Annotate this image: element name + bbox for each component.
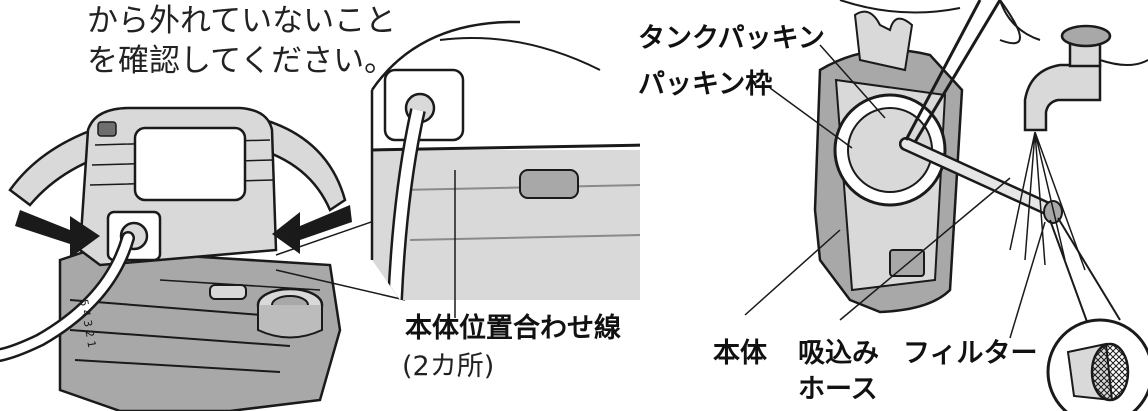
- label-tank-packing: タンクパッキン: [638, 23, 825, 54]
- instruction-line-1: から外れていないこと: [87, 3, 397, 39]
- label-alignment-count: (2カ所): [402, 351, 495, 382]
- filter-mesh: [1090, 342, 1130, 402]
- rotate-arrow-left: [15, 210, 100, 258]
- tank-unit-illustration: 5 4 3 2 1: [0, 106, 352, 411]
- zoom-detail: [370, 20, 640, 318]
- label-body: 本体: [713, 338, 767, 369]
- rotate-arrow-right: [272, 205, 352, 254]
- water-spray: [1009, 131, 1086, 271]
- faucet: [1023, 63, 1102, 132]
- filter-assembly-illustration: [744, 0, 1148, 411]
- label-suction-hose-line1: 吸込み: [798, 338, 879, 369]
- label-alignment-line: 本体位置合わせ線: [405, 313, 621, 344]
- label-suction-hose-line2: ホース: [798, 374, 878, 405]
- instruction-line-2: を確認してください。: [87, 43, 396, 79]
- label-packing-frame: パッキン枠: [638, 69, 773, 100]
- label-filter: フィルター: [903, 338, 1038, 369]
